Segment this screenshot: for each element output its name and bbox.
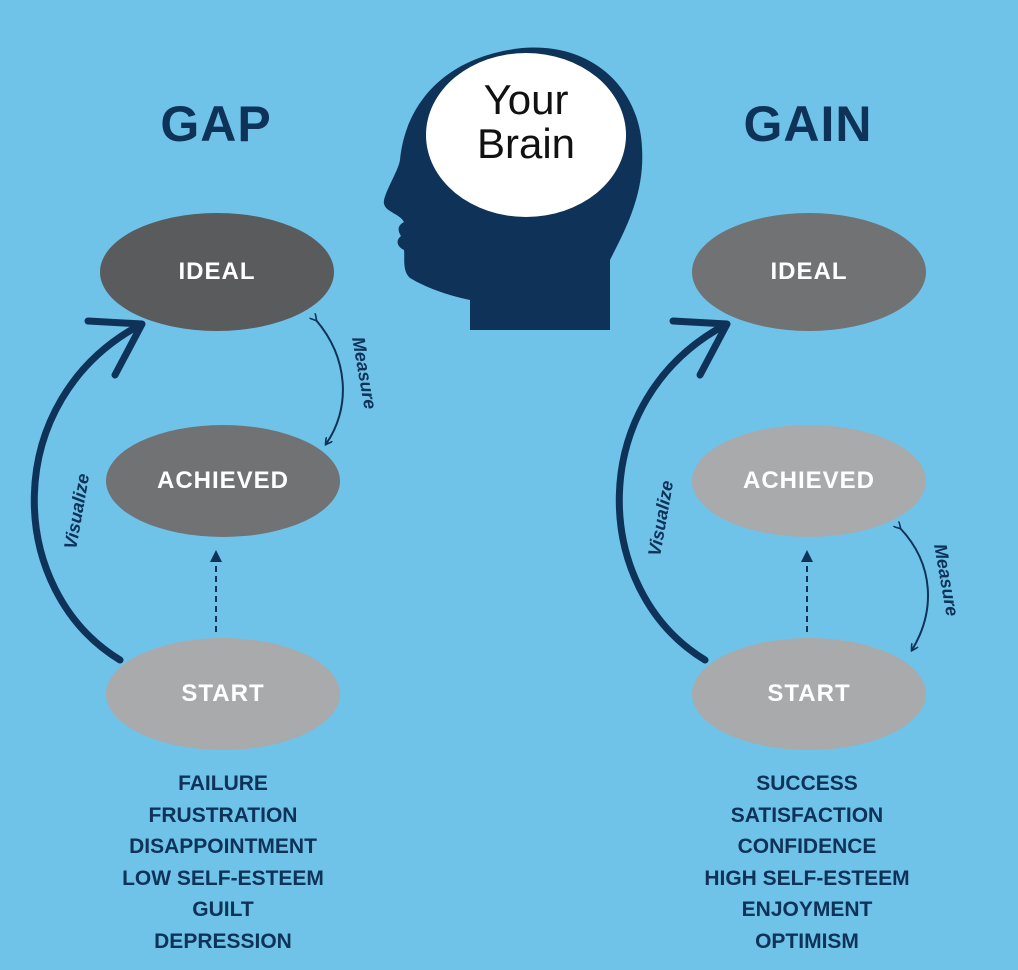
gap-measure-arrow [316,320,344,444]
list-item: DISAPPOINTMENT [129,835,317,858]
gap-visualize-arrowhead [84,317,146,379]
list-item: FAILURE [178,772,268,795]
gain-visualize-label: Visualize [644,479,677,558]
gain-start-label: START [767,680,851,707]
list-item: SATISFACTION [730,803,884,827]
gap-measure-label: Measure [348,335,380,410]
list-item: HIGH SELF-ESTEEM [704,866,910,890]
gap-start-node: START [106,638,340,750]
brain-label: Your Brain [428,78,624,166]
gain-achieved-node: ACHIEVED [692,425,926,537]
gap-start-label: START [181,680,265,707]
gain-ideal-node: IDEAL [692,213,926,331]
gain-start-node: START [692,638,926,750]
brain-circle [426,53,626,217]
brain-label-line1: Your [483,76,569,123]
list-item: DEPRESSION [154,929,292,953]
gain-visualize-arrow [615,321,729,664]
gap-ideal-label: IDEAL [178,258,256,285]
gain-visualize-arrowhead [669,317,731,379]
gap-achieved-node: ACHIEVED [106,425,340,537]
gap-visualize-label: Visualize [60,472,93,551]
gap-outcomes-list: FAILURE FRUSTRATION DISAPPOINTMENT LOW S… [43,768,403,957]
gain-ideal-label: IDEAL [770,258,848,285]
list-item: CONFIDENCE [737,835,877,858]
gap-achieved-label: ACHIEVED [156,467,290,494]
gap-ideal-node: IDEAL [100,213,334,331]
brain-label-line2: Brain [476,120,576,167]
gap-visualize-arrow [30,321,144,664]
gap-title: GAP [160,96,272,152]
list-item: SUCCESS [756,772,858,795]
gain-measure-arrow [900,528,929,650]
gain-measure-label: Measure [930,542,962,617]
list-item: OPTIMISM [755,929,859,953]
list-item: GUILT [192,898,254,921]
list-item: LOW SELF-ESTEEM [122,866,324,890]
gain-title: GAIN [743,96,873,152]
list-item: FRUSTRATION [148,803,298,827]
list-item: ENJOYMENT [741,898,873,921]
gain-outcomes-list: SUCCESS SATISFACTION CONFIDENCE HIGH SEL… [627,768,987,957]
gain-achieved-label: ACHIEVED [742,467,876,494]
